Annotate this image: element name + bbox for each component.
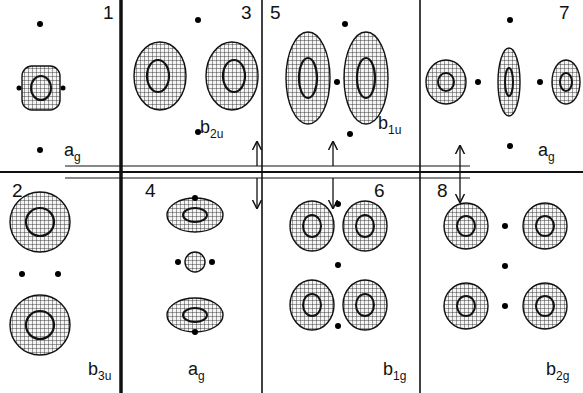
symmetry-label: ag (188, 360, 205, 378)
panel-number: 4 (145, 181, 156, 200)
panel-number: 1 (103, 3, 114, 22)
symmetry-label: b1g (383, 360, 406, 378)
symmetry-label: b1u (378, 114, 401, 132)
panel-number: 3 (241, 3, 252, 22)
atom-dots (17, 17, 544, 335)
panel-number: 7 (559, 3, 570, 22)
symmetry-label: b2g (546, 360, 569, 378)
symmetry-label: b3u (88, 360, 111, 378)
panel-number: 6 (374, 181, 385, 200)
symmetry-label: ag (64, 141, 81, 159)
panel-number: 8 (437, 181, 448, 200)
transition-arrows (257, 142, 460, 208)
panel-number: 5 (270, 3, 281, 22)
symmetry-label: b2u (200, 118, 223, 136)
orbital-lobes (10, 32, 580, 355)
symmetry-label: ag (538, 141, 555, 159)
panel-number: 2 (12, 181, 23, 200)
